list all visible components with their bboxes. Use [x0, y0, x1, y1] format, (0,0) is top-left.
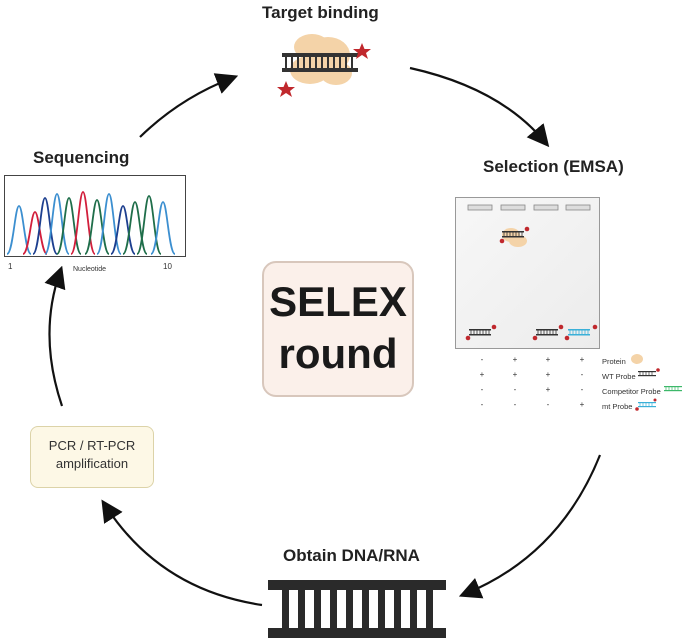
title-selection: Selection (EMSA): [483, 157, 624, 176]
row-label-wt-probe: WT Probe: [602, 372, 636, 381]
cell-r3-c3: +: [579, 400, 585, 409]
cell-r1-c2: +: [545, 370, 551, 379]
protein-icon: [631, 354, 643, 364]
cell-r3-c0: -: [480, 400, 484, 409]
cell-r1-c0: +: [479, 370, 485, 379]
free-probe-lane3: [532, 324, 564, 341]
free-probe-lane4: [564, 324, 598, 341]
free-probe-lane1: [465, 324, 497, 341]
chromatogram: [4, 175, 186, 257]
arrow-sequencing-to-binding: [139, 73, 239, 138]
shifted-band: [499, 226, 530, 247]
mt-probe-icon: [635, 398, 657, 411]
center-line2: round: [278, 330, 398, 377]
pcr-line1: PCR / RT-PCR: [48, 438, 136, 453]
row-label-mt-probe: mt Probe: [602, 402, 633, 411]
title-obtain-dna-rna: Obtain DNA/RNA: [283, 546, 420, 565]
cell-r3-c1: -: [513, 400, 517, 409]
cell-r3-c2: -: [546, 400, 550, 409]
cell-r0-c2: +: [545, 355, 551, 364]
cell-r0-c1: +: [512, 355, 518, 364]
pcr-amplification-box: PCR / RT-PCR amplification: [30, 426, 154, 488]
arrow-binding-to-selection: [409, 66, 550, 148]
cell-r2-c2: +: [545, 385, 551, 394]
center-line1: SELEX: [269, 278, 407, 325]
emsa-gel: [455, 197, 600, 349]
chromatogram-peaks: [6, 191, 176, 255]
title-target-binding: Target binding: [262, 3, 379, 22]
wt-probe-icon: [638, 368, 660, 377]
cell-r1-c1: +: [512, 370, 518, 379]
competitor-probe-icon: [664, 386, 682, 392]
cell-r1-c3: -: [580, 370, 584, 379]
arrow-selection-to-obtain: [458, 454, 602, 599]
chromatogram-tick-start: 1: [8, 262, 13, 271]
row-label-protein: Protein: [602, 357, 626, 366]
cell-r0-c0: -: [480, 355, 484, 364]
cell-r0-c3: +: [579, 355, 585, 364]
arrow-obtain-to-pcr: [101, 499, 263, 607]
chromatogram-tick-end: 10: [163, 262, 172, 271]
cell-r2-c1: -: [513, 385, 517, 394]
row-label-competitor-probe: Competitor Probe: [602, 387, 661, 396]
chromatogram-axis-label: Nucleotide: [73, 266, 107, 273]
pcr-line2: amplification: [55, 456, 129, 471]
arrow-pcr-to-sequencing: [44, 265, 66, 407]
cell-r2-c3: -: [580, 385, 584, 394]
protein-dna-complex-icon: [277, 34, 371, 97]
dna-ladder-icon: [268, 580, 446, 638]
cell-r2-c0: -: [480, 385, 484, 394]
title-sequencing: Sequencing: [33, 148, 130, 167]
selex-round-box: SELEX round: [262, 261, 414, 397]
